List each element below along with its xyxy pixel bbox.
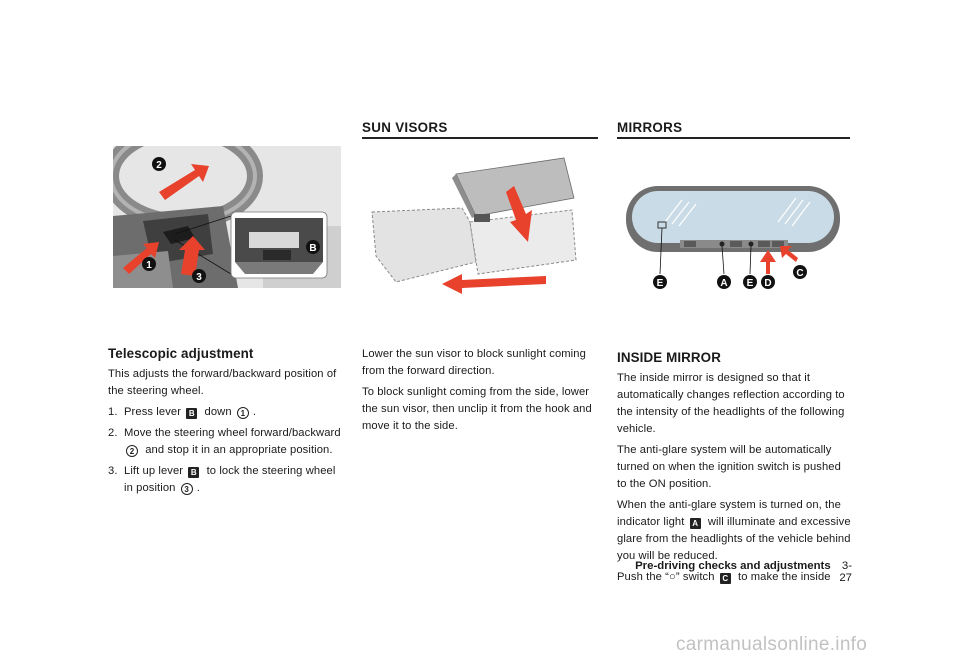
inside-mirror-section: INSIDE MIRROR The inside mirror is desig… <box>617 349 851 590</box>
circle-switch-icon: ○ <box>669 571 676 583</box>
svg-text:3: 3 <box>196 272 202 283</box>
svg-text:2: 2 <box>156 160 162 171</box>
svg-text:E: E <box>747 278 754 289</box>
inside-mirror-title: INSIDE MIRROR <box>617 350 721 365</box>
arrow-lower-icon <box>506 186 532 242</box>
watermark: carmanualsonline.info <box>676 634 868 655</box>
svg-text:B: B <box>309 243 316 254</box>
step-marker-1: 1 <box>236 407 249 419</box>
section-title-mirrors: MIRRORS <box>617 120 683 135</box>
sun-visors-section: Lower the sun visor to block sunlight co… <box>362 346 598 439</box>
svg-text:1: 1 <box>146 260 152 271</box>
indicator-a-marker: A <box>689 518 701 529</box>
sun-visor-figure <box>371 157 577 294</box>
step-3: 3. Lift up lever B to lock the steering … <box>108 465 336 495</box>
sun-visors-p1: Lower the sun visor to block sunlight co… <box>362 348 586 377</box>
telescopic-title: Telescopic adjustment <box>108 346 254 361</box>
callout-C: C <box>793 265 807 279</box>
section-title-sun-visors: SUN VISORS <box>362 120 448 135</box>
callout-E-right: E <box>743 275 757 289</box>
callout-B: B <box>306 240 320 254</box>
svg-text:A: A <box>720 278 727 289</box>
svg-text:E: E <box>657 278 664 289</box>
inside-mirror-p1: The inside mirror is designed so that it… <box>617 372 845 435</box>
arrow-D-icon <box>760 250 776 274</box>
callout-A: A <box>717 275 731 289</box>
arrow-forward-backward-icon <box>159 164 209 200</box>
steering-wheel-figure: 2 1 3 B <box>113 146 341 288</box>
page-number: 3-27 <box>839 560 852 584</box>
callout-E-left: E <box>653 275 667 289</box>
mirrors-rule <box>617 137 850 139</box>
telescopic-steps: 1. Press lever B down 1. 2. Move the ste… <box>108 404 346 497</box>
sun-visors-rule <box>362 137 598 139</box>
step-1: 1. Press lever B down 1. <box>108 406 257 419</box>
arrow-down-icon <box>123 242 159 274</box>
arrow-C-icon <box>780 246 798 262</box>
callout-3: 3 <box>192 269 206 283</box>
sun-visors-p2: To block sunlight coming from the side, … <box>362 386 592 432</box>
step-marker-3: 3 <box>180 483 193 495</box>
inside-mirror-p3: When the anti-glare system is turned on,… <box>617 499 851 562</box>
callout-D: D <box>761 275 775 289</box>
step-2: 2. Move the steering wheel forward/backw… <box>108 427 341 457</box>
lever-b-marker: B <box>188 467 200 478</box>
inside-mirror-p4: Push the “○” switch C to make the inside <box>617 571 831 584</box>
svg-text:C: C <box>796 268 803 279</box>
arrow-side-icon <box>442 274 546 294</box>
lever-b-marker: B <box>186 408 198 419</box>
telescopic-intro: This adjusts the forward/backward positi… <box>108 368 337 397</box>
telescopic-section: Telescopic adjustment This adjusts the f… <box>108 345 346 501</box>
svg-text:D: D <box>764 278 771 289</box>
footer-chapter-label: Pre-driving checks and adjustments <box>635 560 831 572</box>
callout-2: 2 <box>152 157 166 171</box>
callout-1: 1 <box>142 257 156 271</box>
step-marker-2: 2 <box>126 445 138 457</box>
page-footer: Pre-driving checks and adjustments 3-27 <box>630 560 852 584</box>
inside-mirror-figure: E A E D C <box>626 186 840 289</box>
switch-c-marker: C <box>719 573 731 584</box>
inside-mirror-p2: The anti-glare system will be automatica… <box>617 444 841 490</box>
arrow-up-icon <box>179 236 205 276</box>
